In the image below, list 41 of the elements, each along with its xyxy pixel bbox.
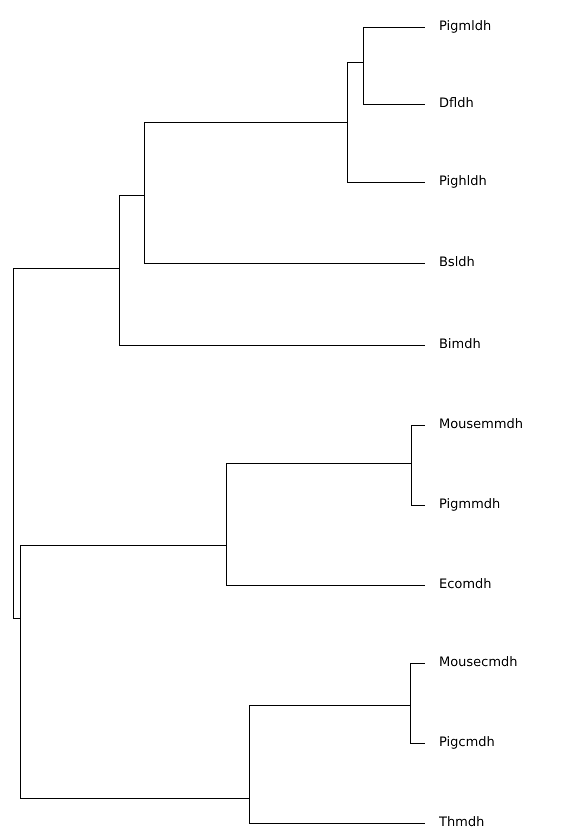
branch-line [411, 425, 426, 426]
branch-line [249, 705, 410, 706]
taxon-label: Ecomdh [425, 576, 492, 594]
clade-junction-line [347, 62, 348, 183]
branch-line [363, 104, 426, 105]
branch-line [144, 263, 426, 264]
branch-line [347, 62, 364, 63]
branch-line [226, 463, 412, 464]
clade-junction-line [363, 27, 364, 105]
branch-line [119, 345, 426, 346]
taxon-label: Pighldh [425, 173, 487, 191]
taxon-label: Pigmmdh [425, 496, 500, 514]
taxon-label: Bsldh [425, 254, 475, 272]
branch-line [226, 585, 426, 586]
taxon-label: Mousecmdh [425, 654, 518, 672]
taxon-label: Pigcmdh [425, 734, 495, 752]
branch-line [20, 545, 226, 546]
branch-line [411, 505, 426, 506]
branch-line [20, 798, 250, 799]
branch-line [119, 195, 144, 196]
clade-junction-line [410, 663, 411, 744]
branch-line [410, 663, 426, 664]
branch-line [363, 27, 426, 28]
clade-junction-line [249, 705, 250, 824]
branch-line [249, 823, 426, 824]
branch-line [144, 122, 348, 123]
clade-junction-line [144, 122, 145, 264]
taxon-label: Pigmldh [425, 18, 492, 36]
clade-junction-line [226, 463, 227, 586]
taxon-label: Dfldh [425, 95, 474, 113]
branch-line [13, 268, 120, 269]
clade-junction-line [13, 268, 14, 619]
taxon-label: Thmdh [425, 814, 484, 831]
branch-line [13, 618, 20, 619]
branch-line [410, 743, 426, 744]
branch-line [347, 182, 426, 183]
clade-junction-line [20, 545, 21, 799]
taxon-label: Bimdh [425, 336, 481, 354]
clade-junction-line [119, 195, 120, 346]
taxon-label: Mousemmdh [425, 416, 523, 434]
clade-junction-line [411, 425, 412, 506]
